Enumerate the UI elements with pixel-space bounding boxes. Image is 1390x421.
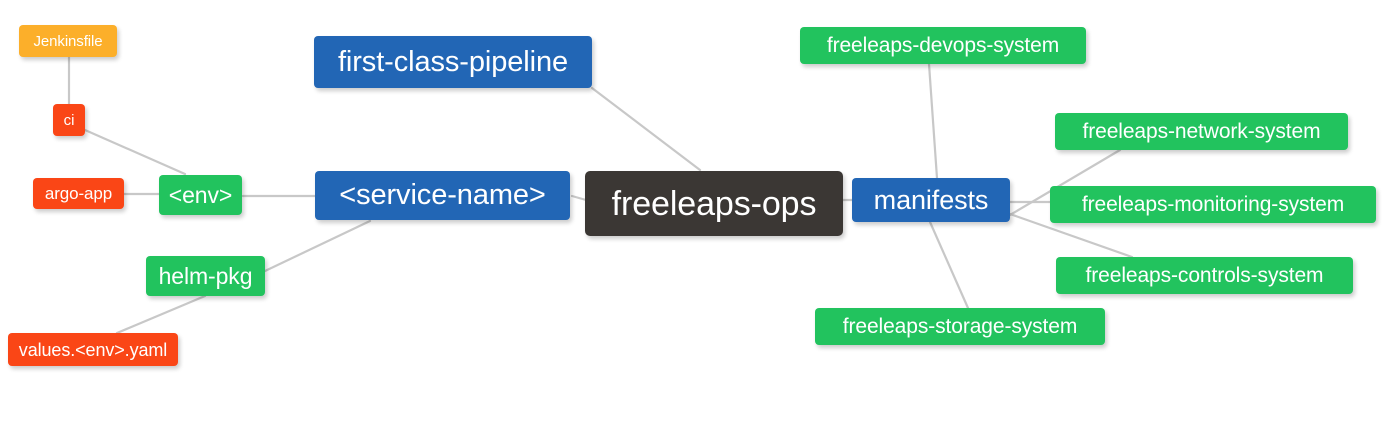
node-jenkinsfile[interactable]: Jenkinsfile xyxy=(19,25,117,57)
node-first-class-pipeline[interactable]: first-class-pipeline xyxy=(314,36,592,88)
edge-root-to-first_class_pipeline xyxy=(590,86,702,172)
node-service-name[interactable]: <service-name> xyxy=(315,171,570,220)
node-freeleaps-network-system[interactable]: freeleaps-network-system xyxy=(1055,113,1348,150)
node-argo-app[interactable]: argo-app xyxy=(33,178,124,209)
node-freeleaps-storage-system[interactable]: freeleaps-storage-system xyxy=(815,308,1105,345)
node-freeleaps-ops[interactable]: freeleaps-ops xyxy=(585,171,843,236)
node-env[interactable]: <env> xyxy=(159,175,242,215)
edge-manifests-to-storage_system xyxy=(928,220,970,310)
node-ci[interactable]: ci xyxy=(53,104,85,136)
edge-service_name-to-helm_pkg xyxy=(263,219,372,273)
edge-manifests-to-devops_system xyxy=(927,62,939,180)
edge-helm_pkg-to-values_yaml xyxy=(115,294,207,335)
edge-root-to-service_name xyxy=(570,194,588,202)
node-freeleaps-controls-system[interactable]: freeleaps-controls-system xyxy=(1056,257,1353,294)
node-values-env-yaml[interactable]: values.<env>.yaml xyxy=(8,333,178,366)
edge-env-to-ci xyxy=(83,128,187,176)
node-freeleaps-devops-system[interactable]: freeleaps-devops-system xyxy=(800,27,1086,64)
node-manifests[interactable]: manifests xyxy=(852,178,1010,222)
node-helm-pkg[interactable]: helm-pkg xyxy=(146,256,265,296)
node-freeleaps-monitoring-system[interactable]: freeleaps-monitoring-system xyxy=(1050,186,1376,223)
